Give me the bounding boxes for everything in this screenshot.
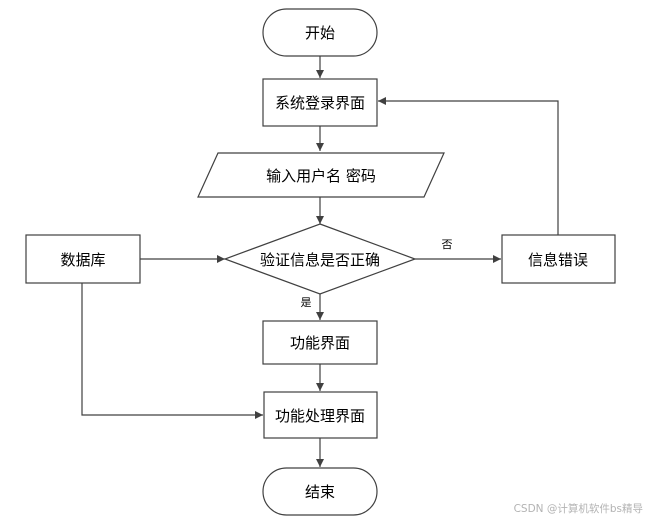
database-label: 数据库 (60, 251, 105, 269)
edge-error-to-login (378, 97, 559, 235)
watermark-text: CSDN @计算机软件bs精导 (514, 502, 643, 515)
function-page-label: 功能界面 (290, 334, 350, 352)
input-parallelogram (197, 152, 445, 198)
end-label: 结束 (305, 483, 335, 501)
error-label: 信息错误 (528, 251, 588, 269)
database-box (25, 234, 141, 284)
edge-database-to-process (81, 283, 263, 419)
verify-decision (223, 223, 417, 295)
input-label: 输入用户名 密码 (266, 167, 376, 185)
function-process-box (263, 391, 378, 439)
login-label: 系统登录界面 (275, 94, 365, 112)
function-page-box (262, 320, 378, 365)
start-terminal (262, 8, 378, 57)
error-box (501, 234, 616, 284)
yes-edge-label: 是 (301, 296, 312, 309)
verify-label: 验证信息是否正确 (260, 251, 380, 269)
start-label: 开始 (305, 24, 335, 42)
function-process-label: 功能处理界面 (275, 407, 365, 425)
end-terminal (262, 467, 378, 516)
login-box (262, 78, 378, 127)
no-edge-label: 否 (442, 238, 453, 251)
